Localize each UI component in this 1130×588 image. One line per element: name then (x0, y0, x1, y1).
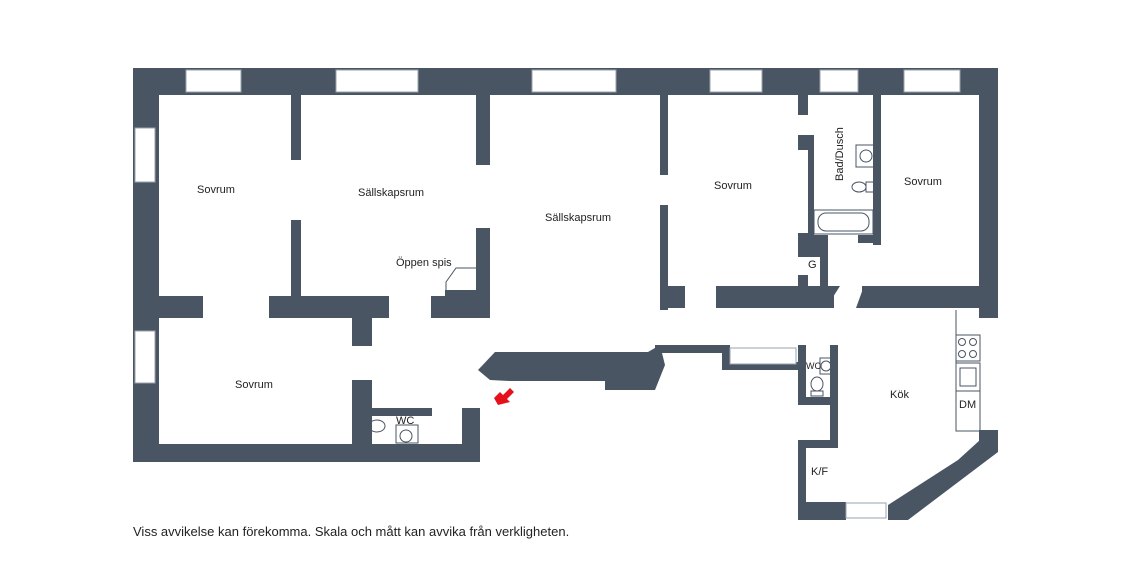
sink-icon (819, 357, 833, 375)
toilet-icon (810, 376, 824, 397)
room-label-sovrum-nw: Sovrum (197, 184, 235, 196)
sink-icon (955, 362, 981, 392)
room-label-wc-left: WC (396, 415, 414, 427)
room-label-oppen-spis: Öppen spis (396, 257, 452, 269)
stove-icon (955, 334, 981, 362)
room-label-sovrum-sw: Sovrum (235, 379, 273, 391)
bathtub-icon (813, 209, 874, 235)
toilet-icon (851, 181, 875, 193)
room-label-dm: DM (959, 399, 976, 411)
room-label-wc-right: WC (806, 361, 821, 371)
room-label-kf: K/F (811, 466, 828, 478)
room-label-sovrum-center: Sovrum (714, 180, 752, 192)
room-labels: Sovrum Sällskapsrum Sällskapsrum Sovrum … (197, 127, 976, 478)
sink-icon (855, 144, 875, 168)
windows (134, 69, 961, 519)
room-label-sallskapsrum-1: Sällskapsrum (358, 187, 424, 199)
fixtures (360, 144, 981, 444)
room-label-kok: Kök (890, 389, 909, 401)
room-label-sallskapsrum-2: Sällskapsrum (545, 212, 611, 224)
entrance-arrow-icon (494, 388, 514, 405)
room-label-sovrum-ne: Sovrum (904, 176, 942, 188)
disclaimer-text: Viss avvikelse kan förekomma. Skala och … (133, 524, 570, 539)
walls (133, 68, 998, 520)
toilet-icon (360, 418, 386, 434)
room-label-bad-dusch: Bad/Dusch (834, 127, 846, 181)
sink-icon (395, 424, 419, 444)
room-label-g: G (808, 259, 817, 271)
